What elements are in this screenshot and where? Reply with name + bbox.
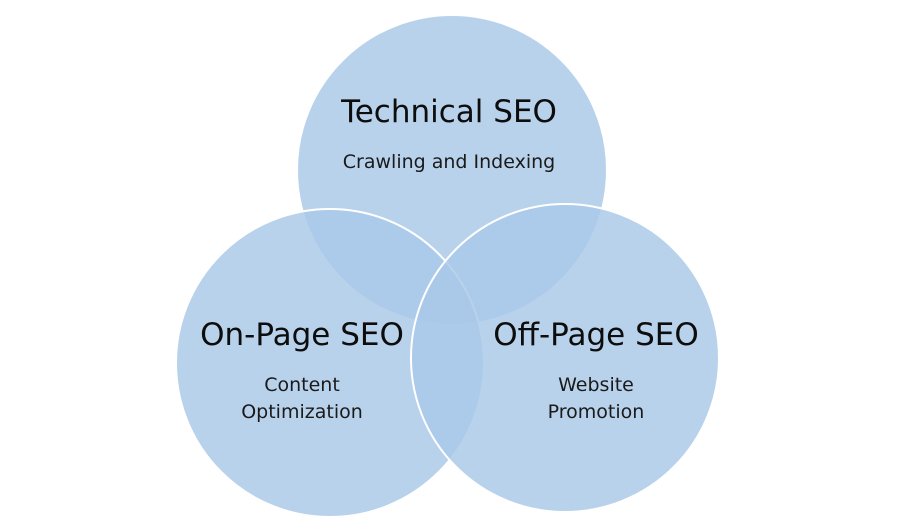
circle-subtitle-technical-seo: Crawling and Indexing	[343, 151, 555, 173]
circle-title-on-page-seo: On-Page SEO	[200, 317, 404, 353]
label-group-technical-seo: Technical SEO Crawling and Indexing	[340, 94, 557, 173]
label-group-on-page-seo: On-Page SEO Content Optimization	[200, 317, 404, 423]
circle-subtitle-off-page-seo-line1: Website	[558, 374, 634, 396]
venn-circles	[175, 14, 720, 518]
circle-title-technical-seo: Technical SEO	[340, 94, 557, 130]
circle-title-off-page-seo: Off-Page SEO	[493, 317, 699, 353]
circle-off-page-seo	[410, 203, 720, 513]
label-group-off-page-seo: Off-Page SEO Website Promotion	[493, 317, 699, 423]
circle-subtitle-on-page-seo-line1: Content	[264, 374, 340, 396]
circle-subtitle-off-page-seo-line2: Promotion	[548, 401, 645, 423]
circle-subtitle-on-page-seo-line2: Optimization	[241, 401, 363, 423]
